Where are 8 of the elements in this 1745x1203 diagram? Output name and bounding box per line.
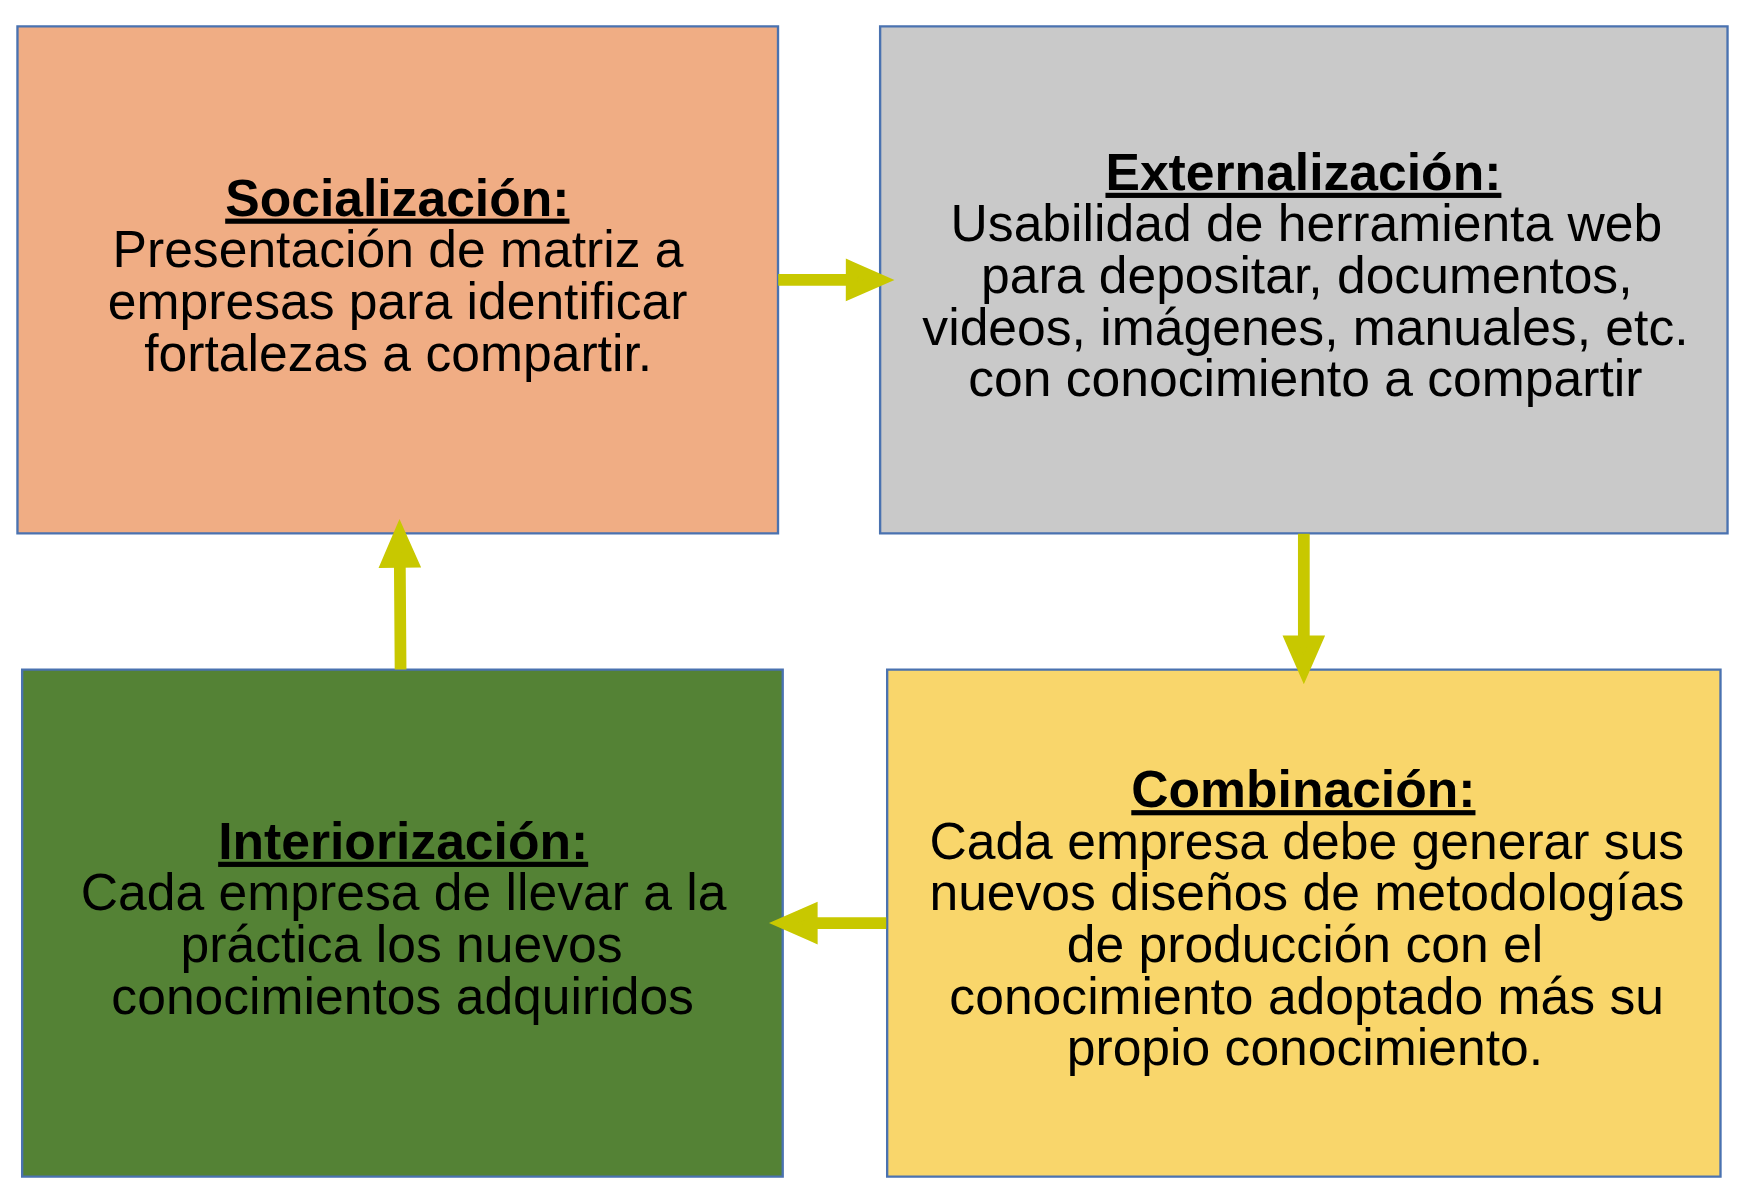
arrow [768, 901, 887, 945]
node-box: Combinación: Cada empresa debe generar sus nuevos diseños de metodologías de producción con el conocimiento adoptado más su propio conocimiento. [886, 668, 1722, 1178]
arrow [1282, 533, 1326, 685]
node-box: Socialización: Presentación de matriz a empresas para identificar fortalezas a compartir. [16, 25, 780, 535]
node-box: Externalización: Usabilidad de herramienta web para depositar, documentos, videos, imágenes, manuales, etc. con conocimiento a compartir [878, 25, 1729, 535]
node-box: Interiorización: Cada empresa de llevar a la práctica los nuevos conocimientos adquiridos [21, 668, 784, 1178]
arrow [778, 258, 895, 302]
arrow [378, 519, 422, 670]
